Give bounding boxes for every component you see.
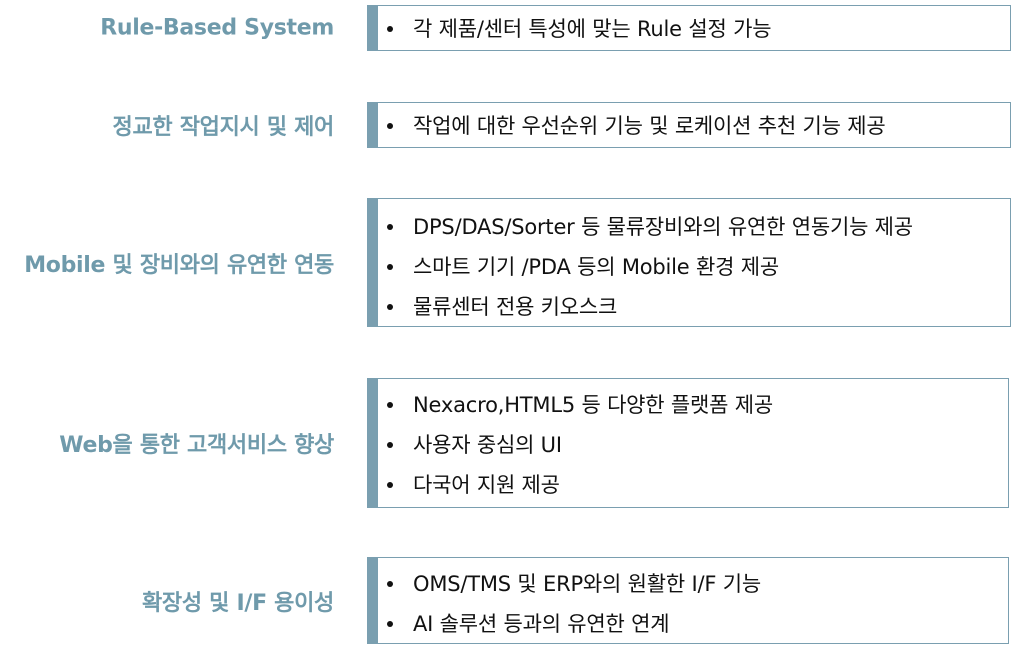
feature-row-mobile: Mobile 및 장비와의 유연한 연동 DPS/DAS/Sorter 등 물류…	[0, 198, 1015, 327]
bullet-list: Nexacro,HTML5 등 다양한 플랫폼 제공 사용자 중심의 UI 다국…	[378, 385, 1008, 505]
feature-title: 정교한 작업지시 및 제어	[112, 115, 335, 140]
bullet-icon	[387, 304, 393, 310]
list-item-text: 물류센터 전용 키오스크	[413, 295, 618, 319]
bullet-icon	[387, 123, 393, 129]
bullet-icon	[387, 482, 393, 488]
list-item-text: 작업에 대한 우선순위 기능 및 로케이션 추천 기능 제공	[413, 114, 886, 138]
bullet-list: 작업에 대한 우선순위 기능 및 로케이션 추천 기능 제공	[378, 112, 1010, 140]
feature-row-web: Web을 통한 고객서비스 향상 Nexacro,HTML5 등 다양한 플랫폼…	[0, 378, 1015, 508]
list-item: 물류센터 전용 키오스크	[378, 287, 1010, 327]
list-item: OMS/TMS 및 ERP와의 원활한 I/F 기능	[378, 564, 1008, 604]
list-item: 각 제품/센터 특성에 맞는 Rule 설정 가능	[378, 15, 1010, 43]
bullet-list: DPS/DAS/Sorter 등 물류장비와의 유연한 연동기능 제공 스마트 …	[378, 207, 1010, 327]
list-item-text: 각 제품/센터 특성에 맞는 Rule 설정 가능	[413, 17, 772, 41]
list-item-text: OMS/TMS 및 ERP와의 원활한 I/F 기능	[413, 572, 761, 596]
list-item-text: 다국어 지원 제공	[413, 473, 560, 497]
bullet-icon	[387, 26, 393, 32]
list-item: 스마트 기기 /PDA 등의 Mobile 환경 제공	[378, 247, 1010, 287]
feature-title: Rule-Based System	[100, 15, 334, 41]
bullet-icon	[387, 621, 393, 627]
feature-box: 작업에 대한 우선순위 기능 및 로케이션 추천 기능 제공	[367, 102, 1011, 148]
list-item-text: 사용자 중심의 UI	[413, 433, 562, 457]
feature-title: Mobile 및 장비와의 유연한 연동	[24, 252, 334, 278]
list-item: 사용자 중심의 UI	[378, 425, 1008, 465]
feature-box: OMS/TMS 및 ERP와의 원활한 I/F 기능 AI 솔루션 등과의 유연…	[367, 557, 1009, 644]
feature-row-interface: 확장성 및 I/F 용이성 OMS/TMS 및 ERP와의 원활한 I/F 기능…	[0, 557, 1015, 644]
feature-title: 확장성 및 I/F 용이성	[141, 590, 334, 616]
feature-title: Web을 통한 고객서비스 향상	[59, 433, 334, 458]
bullet-icon	[387, 442, 393, 448]
bullet-list: 각 제품/센터 특성에 맞는 Rule 설정 가능	[378, 15, 1010, 43]
list-item: 작업에 대한 우선순위 기능 및 로케이션 추천 기능 제공	[378, 112, 1010, 140]
list-item-text: 스마트 기기 /PDA 등의 Mobile 환경 제공	[413, 255, 779, 279]
feature-row-work-control: 정교한 작업지시 및 제어 작업에 대한 우선순위 기능 및 로케이션 추천 기…	[0, 102, 1015, 148]
bullet-icon	[387, 264, 393, 270]
feature-row-rule-based: Rule-Based System 각 제품/센터 특성에 맞는 Rule 설정…	[0, 5, 1015, 51]
list-item: 다국어 지원 제공	[378, 465, 1008, 505]
feature-box: DPS/DAS/Sorter 등 물류장비와의 유연한 연동기능 제공 스마트 …	[367, 198, 1011, 327]
feature-box: Nexacro,HTML5 등 다양한 플랫폼 제공 사용자 중심의 UI 다국…	[367, 378, 1009, 508]
feature-box: 각 제품/센터 특성에 맞는 Rule 설정 가능	[367, 5, 1011, 51]
bullet-list: OMS/TMS 및 ERP와의 원활한 I/F 기능 AI 솔루션 등과의 유연…	[378, 564, 1008, 644]
list-item: DPS/DAS/Sorter 등 물류장비와의 유연한 연동기능 제공	[378, 207, 1010, 247]
list-item-text: AI 솔루션 등과의 유연한 연계	[413, 612, 670, 636]
list-item: AI 솔루션 등과의 유연한 연계	[378, 604, 1008, 644]
bullet-icon	[387, 402, 393, 408]
list-item: Nexacro,HTML5 등 다양한 플랫폼 제공	[378, 385, 1008, 425]
list-item-text: Nexacro,HTML5 등 다양한 플랫폼 제공	[413, 393, 773, 417]
bullet-icon	[387, 581, 393, 587]
list-item-text: DPS/DAS/Sorter 등 물류장비와의 유연한 연동기능 제공	[413, 215, 913, 239]
bullet-icon	[387, 224, 393, 230]
